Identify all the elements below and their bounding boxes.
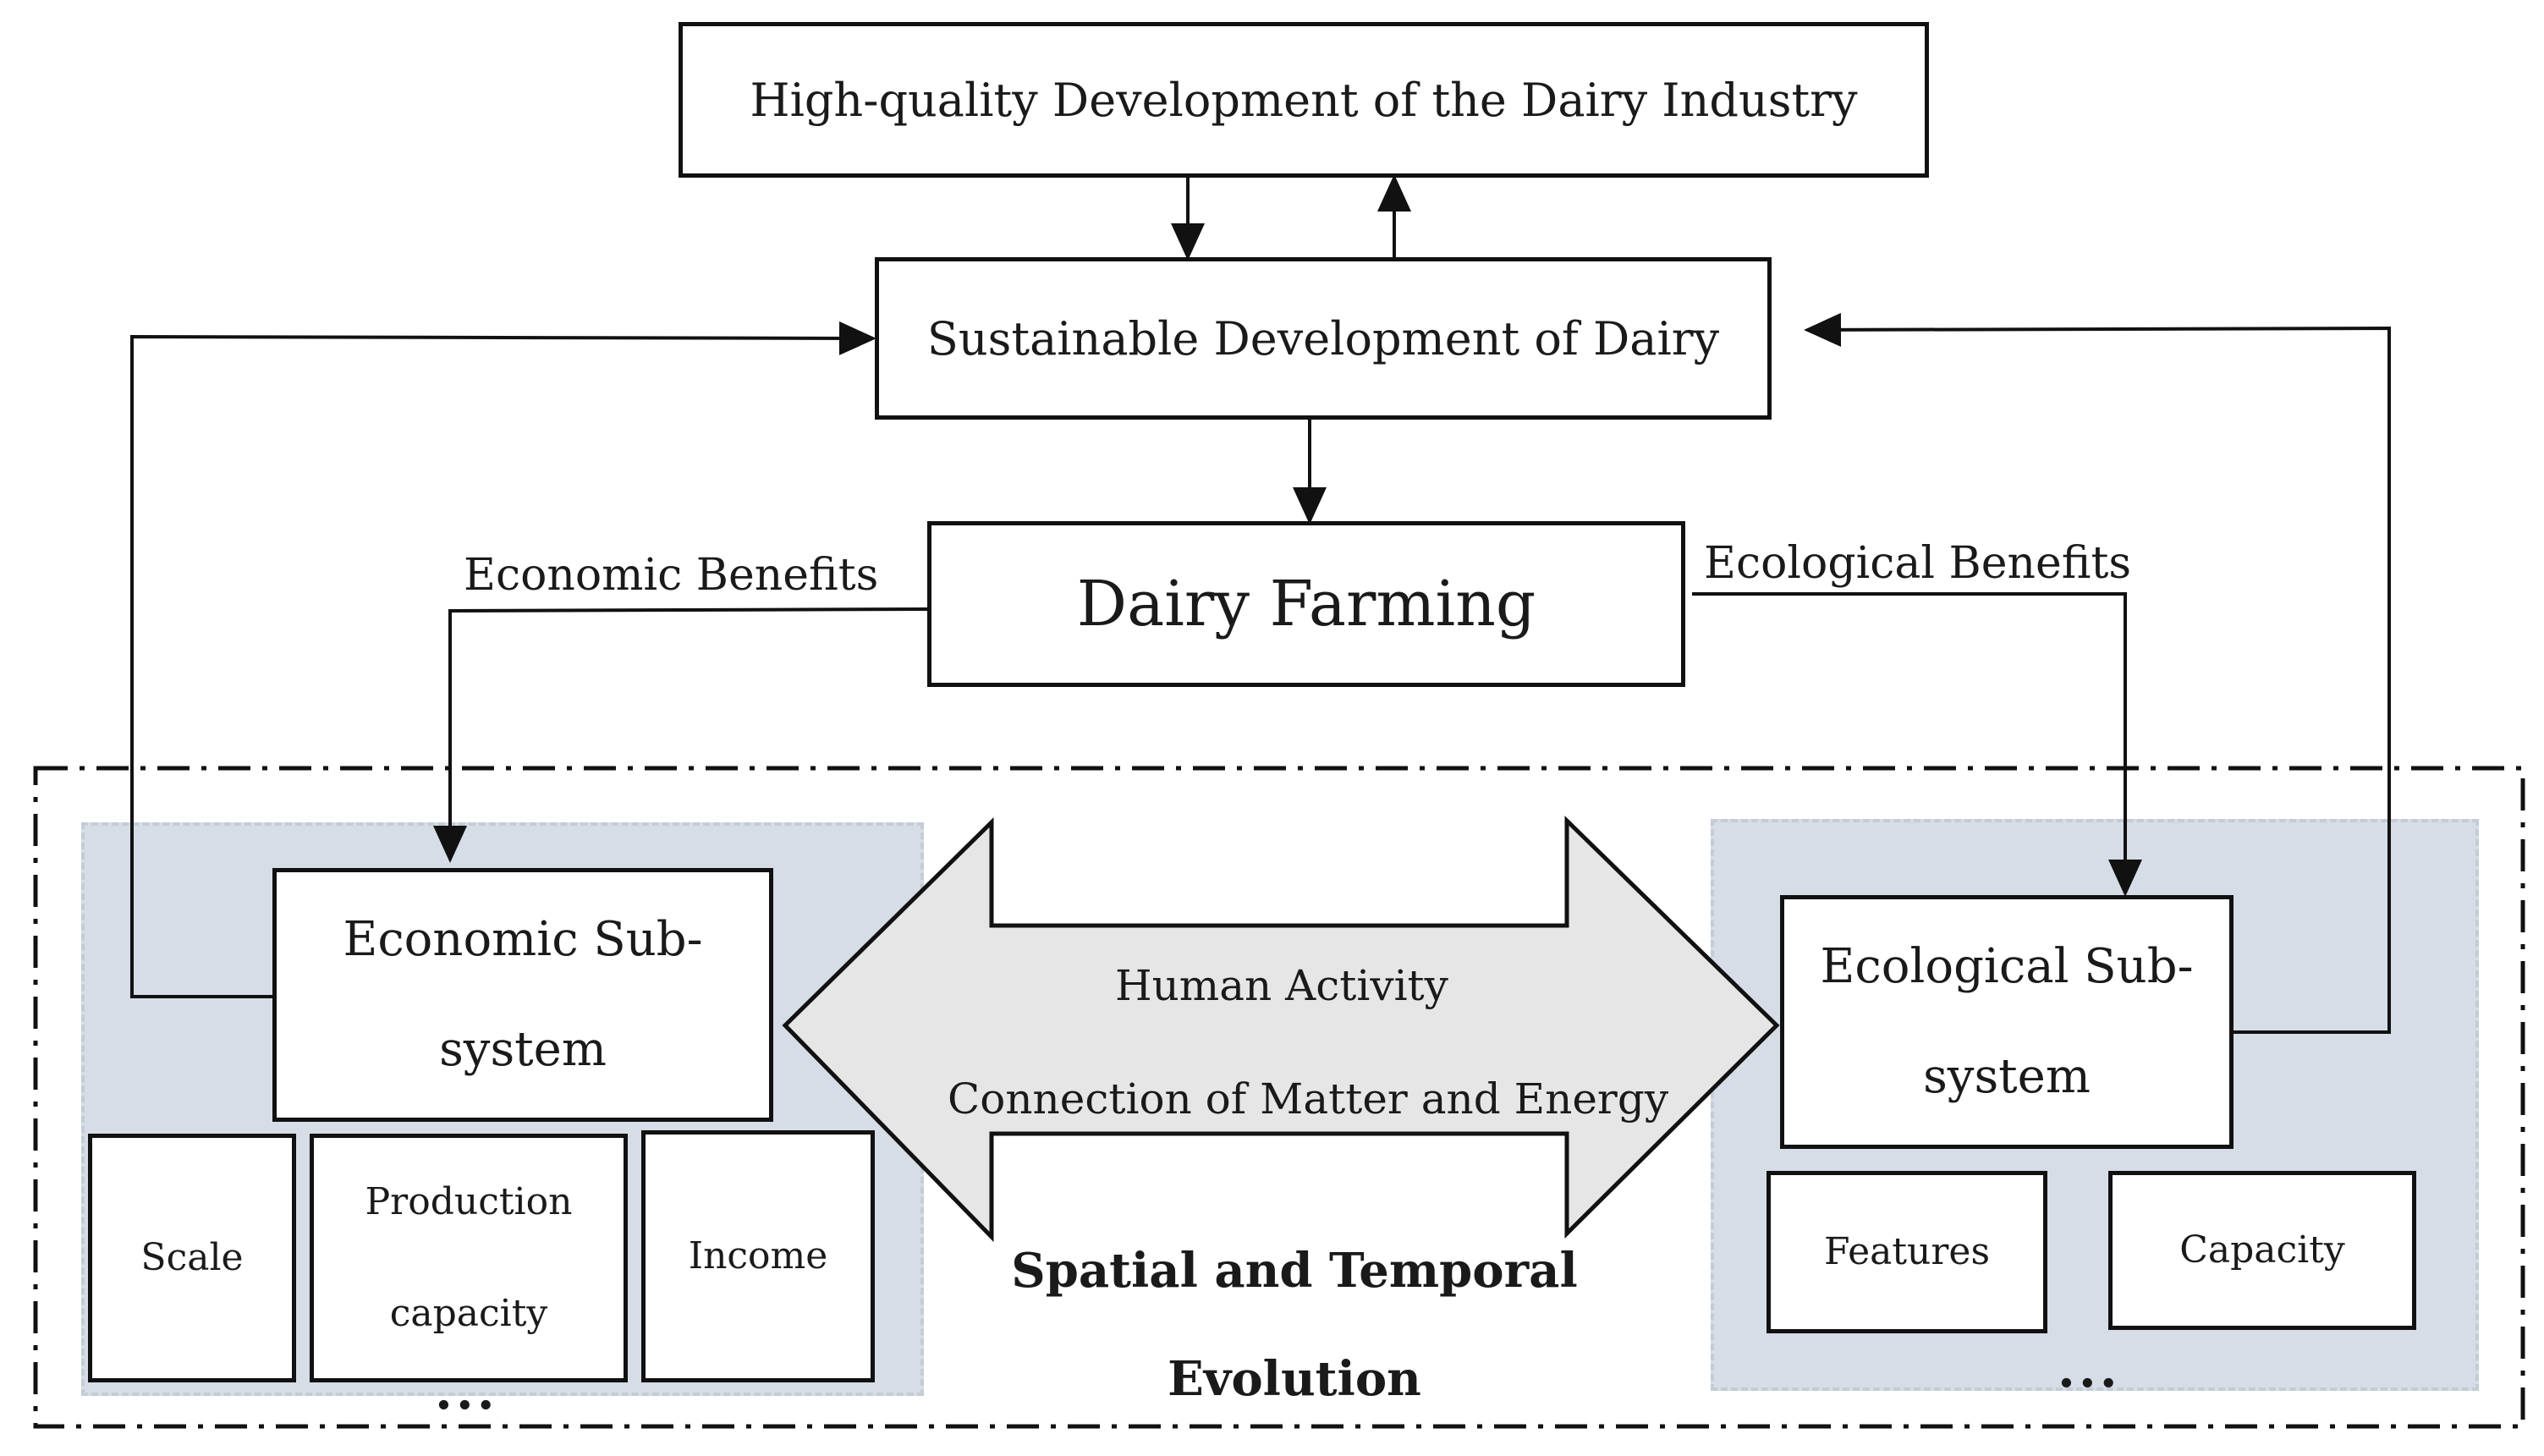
economic-subsystem-box: Economic Sub- system (272, 868, 773, 1122)
economic-benefits-label: Economic Benefits (464, 550, 879, 601)
ecological-benefits-label: Ecological Benefits (1704, 538, 2132, 589)
production-capacity-box: Production capacity (310, 1134, 628, 1382)
evolution-boundary (33, 766, 2525, 1429)
ecological-subsystem-line2: system (1923, 1049, 2091, 1104)
sustainable-box: Sustainable Development of Dairy (875, 257, 1772, 420)
economic-subsystem-line1: Economic Sub- (343, 912, 703, 967)
features-box: Features (1767, 1171, 2047, 1333)
income-box: Income (641, 1130, 875, 1382)
arrow-farming-to-economic (433, 607, 930, 863)
arrow-ecological-to-sustainable (1804, 312, 2391, 1034)
scale-box: Scale (88, 1134, 296, 1382)
farming-box-label: Dairy Farming (1076, 568, 1536, 640)
capacity-box: Capacity (2108, 1171, 2416, 1330)
production-label-line1: Production (365, 1180, 573, 1223)
features-label: Features (1823, 1230, 1991, 1273)
human-activity-label: Human Activity (1115, 961, 1448, 1010)
income-label: Income (688, 1234, 828, 1277)
top-box-label: High-quality Development of the Dairy In… (750, 73, 1858, 127)
ecological-subsystem-line1: Ecological Sub- (1820, 939, 2194, 994)
arrow-farming-to-ecological (1692, 592, 2142, 897)
arrow-economic-to-sustainable (130, 321, 876, 998)
evolution-line2: Evolution (1168, 1351, 1421, 1407)
economic-subsystem-line2: system (439, 1022, 607, 1077)
double-arrow-shape (782, 816, 1780, 1243)
scale-label: Scale (140, 1236, 244, 1279)
farming-box: Dairy Farming (927, 521, 1685, 687)
production-label-line2: capacity (389, 1292, 548, 1335)
matter-energy-label: Connection of Matter and Energy (948, 1074, 1669, 1124)
evolution-line1: Spatial and Temporal (1011, 1243, 1578, 1299)
evolution-label: Spatial and Temporal Evolution (956, 1217, 1633, 1433)
sustainable-box-label: Sustainable Development of Dairy (926, 311, 1720, 365)
ecological-ellipsis: ... (2058, 1340, 2121, 1399)
capacity-label: Capacity (2179, 1228, 2345, 1272)
top-box: High-quality Development of the Dairy In… (679, 22, 1929, 178)
economic-ellipsis: ... (435, 1362, 498, 1421)
ecological-subsystem-box: Ecological Sub- system (1780, 895, 2234, 1149)
